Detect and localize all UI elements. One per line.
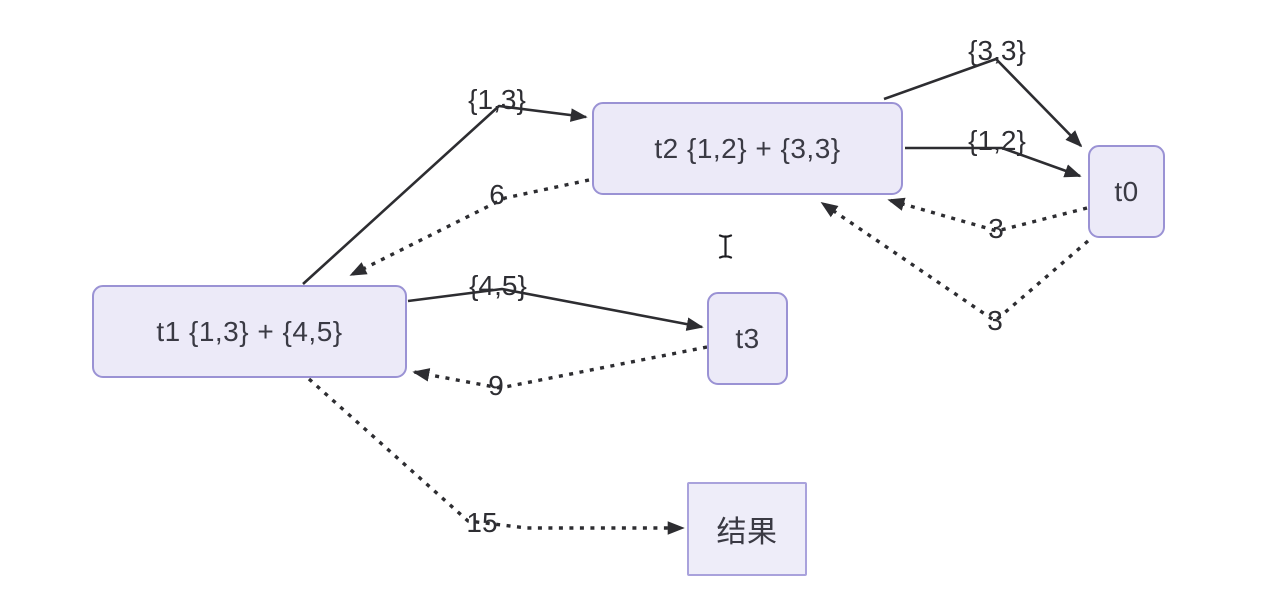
node-t0-label: t0 <box>1114 175 1139 207</box>
node-t1-label: t1 {1,3} + {4,5} <box>156 315 343 347</box>
node-t3-label: t3 <box>735 322 760 354</box>
text-cursor-icon <box>718 234 733 259</box>
node-t0[interactable]: t0 <box>1088 145 1165 238</box>
node-t2[interactable]: t2 {1,2} + {3,3} <box>592 102 903 195</box>
node-result[interactable]: 结果 <box>687 482 807 576</box>
edge-t2-t0-upper-line <box>883 57 1083 148</box>
edge-t2-t0-lower-line <box>905 146 1082 178</box>
edge-t2-t1-line <box>349 178 590 277</box>
edge-t1-t3-line <box>407 287 704 331</box>
node-t3[interactable]: t3 <box>707 292 788 385</box>
node-t2-label: t2 {1,2} + {3,3} <box>654 132 841 164</box>
node-result-label: 结果 <box>716 516 778 549</box>
edge-t1-t2-line <box>302 104 588 285</box>
edge-t1-result-line <box>307 377 685 535</box>
edge-t3-t1-line <box>412 345 708 390</box>
edge-t0-t2-upper-line <box>887 197 1088 233</box>
edge-t0-t2-lower-line <box>820 201 1090 323</box>
node-t1[interactable]: t1 {1,3} + {4,5} <box>92 285 407 378</box>
